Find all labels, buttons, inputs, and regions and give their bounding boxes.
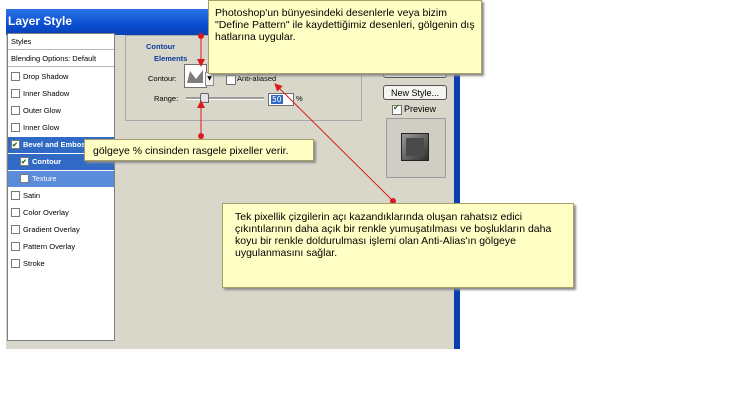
style-item-texture[interactable]: Texture <box>8 171 114 187</box>
arrow-origin-dot <box>390 198 396 204</box>
style-item-outer-glow[interactable]: Outer Glow <box>8 103 114 119</box>
style-item-stroke[interactable]: Stroke <box>8 256 114 272</box>
preview-swatch <box>401 133 429 161</box>
style-item-label: Bevel and Emboss <box>23 140 90 149</box>
window-border <box>454 9 460 349</box>
dialog-title: Layer Style <box>8 14 73 28</box>
new-style-button[interactable]: New Style... <box>383 85 447 100</box>
inner-shadow-checkbox[interactable] <box>11 88 20 98</box>
anti-aliased-label: Anti-aliased <box>237 74 277 83</box>
style-item-color-overlay[interactable]: Color Overlay <box>8 205 114 221</box>
style-item-gradient-overlay[interactable]: Gradient Overlay <box>8 222 114 238</box>
inner-glow-checkbox[interactable] <box>11 122 20 132</box>
range-value: 50 <box>271 95 283 104</box>
contour-curve-icon <box>187 70 203 83</box>
style-item-label: Satin <box>23 191 41 200</box>
arrow-origin-dot <box>198 33 204 39</box>
style-item-label: Stroke <box>23 259 45 268</box>
annotation-antialias: Tek pixellik çizgilerin açı kazandıkları… <box>222 203 574 288</box>
range-label: Range: <box>154 94 179 103</box>
outer-glow-checkbox[interactable] <box>11 105 20 115</box>
style-item-label: Inner Glow <box>23 123 60 132</box>
style-item-label: Drop Shadow <box>23 72 69 81</box>
style-item-label: Pattern Overlay <box>23 242 76 251</box>
style-item-inner-glow[interactable]: Inner Glow <box>8 120 114 136</box>
style-item-drop-shadow[interactable]: Drop Shadow <box>8 69 114 85</box>
style-item-label: Color Overlay <box>23 208 69 217</box>
style-item-label: Texture <box>32 174 57 183</box>
annotation-range: gölgeye % cinsinden rasgele pixeller ver… <box>84 139 314 161</box>
contour-group-title: Contour <box>144 42 178 51</box>
style-item-label: Contour <box>32 157 62 166</box>
range-slider-track[interactable] <box>186 97 264 100</box>
style-item-label: Gradient Overlay <box>23 225 80 234</box>
style-item-label: Outer Glow <box>23 106 61 115</box>
contour-checkbox[interactable] <box>20 155 29 170</box>
bevel-emboss-checkbox[interactable] <box>11 138 20 153</box>
texture-checkbox[interactable] <box>20 173 29 183</box>
color-overlay-checkbox[interactable] <box>11 207 20 217</box>
pattern-overlay-checkbox[interactable] <box>11 241 20 251</box>
preview-label: Preview <box>404 104 437 114</box>
arrow-antialias <box>274 83 394 202</box>
elements-subgroup-title: Elements <box>154 54 188 63</box>
styles-list-panel: Styles Blending Options: Default Drop Sh… <box>7 33 115 341</box>
arrow-origin-dot <box>198 133 204 139</box>
style-item-pattern-overlay[interactable]: Pattern Overlay <box>8 239 114 255</box>
blending-options-item[interactable]: Blending Options: Default <box>8 51 114 67</box>
drop-shadow-checkbox[interactable] <box>11 71 20 81</box>
style-item-satin[interactable]: Satin <box>8 188 114 204</box>
satin-checkbox[interactable] <box>11 190 20 200</box>
range-unit: % <box>296 94 303 103</box>
style-item-label: Inner Shadow <box>23 89 70 98</box>
anti-aliased-checkbox[interactable] <box>226 75 236 85</box>
annotation-top: Photoshop'un bünyesindeki desenlerle vey… <box>208 0 482 74</box>
gradient-overlay-checkbox[interactable] <box>11 224 20 234</box>
styles-header[interactable]: Styles <box>8 34 114 50</box>
contour-label: Contour: <box>148 74 177 83</box>
stroke-checkbox[interactable] <box>11 258 20 268</box>
preview-checkbox[interactable] <box>392 103 402 115</box>
style-item-inner-shadow[interactable]: Inner Shadow <box>8 86 114 102</box>
